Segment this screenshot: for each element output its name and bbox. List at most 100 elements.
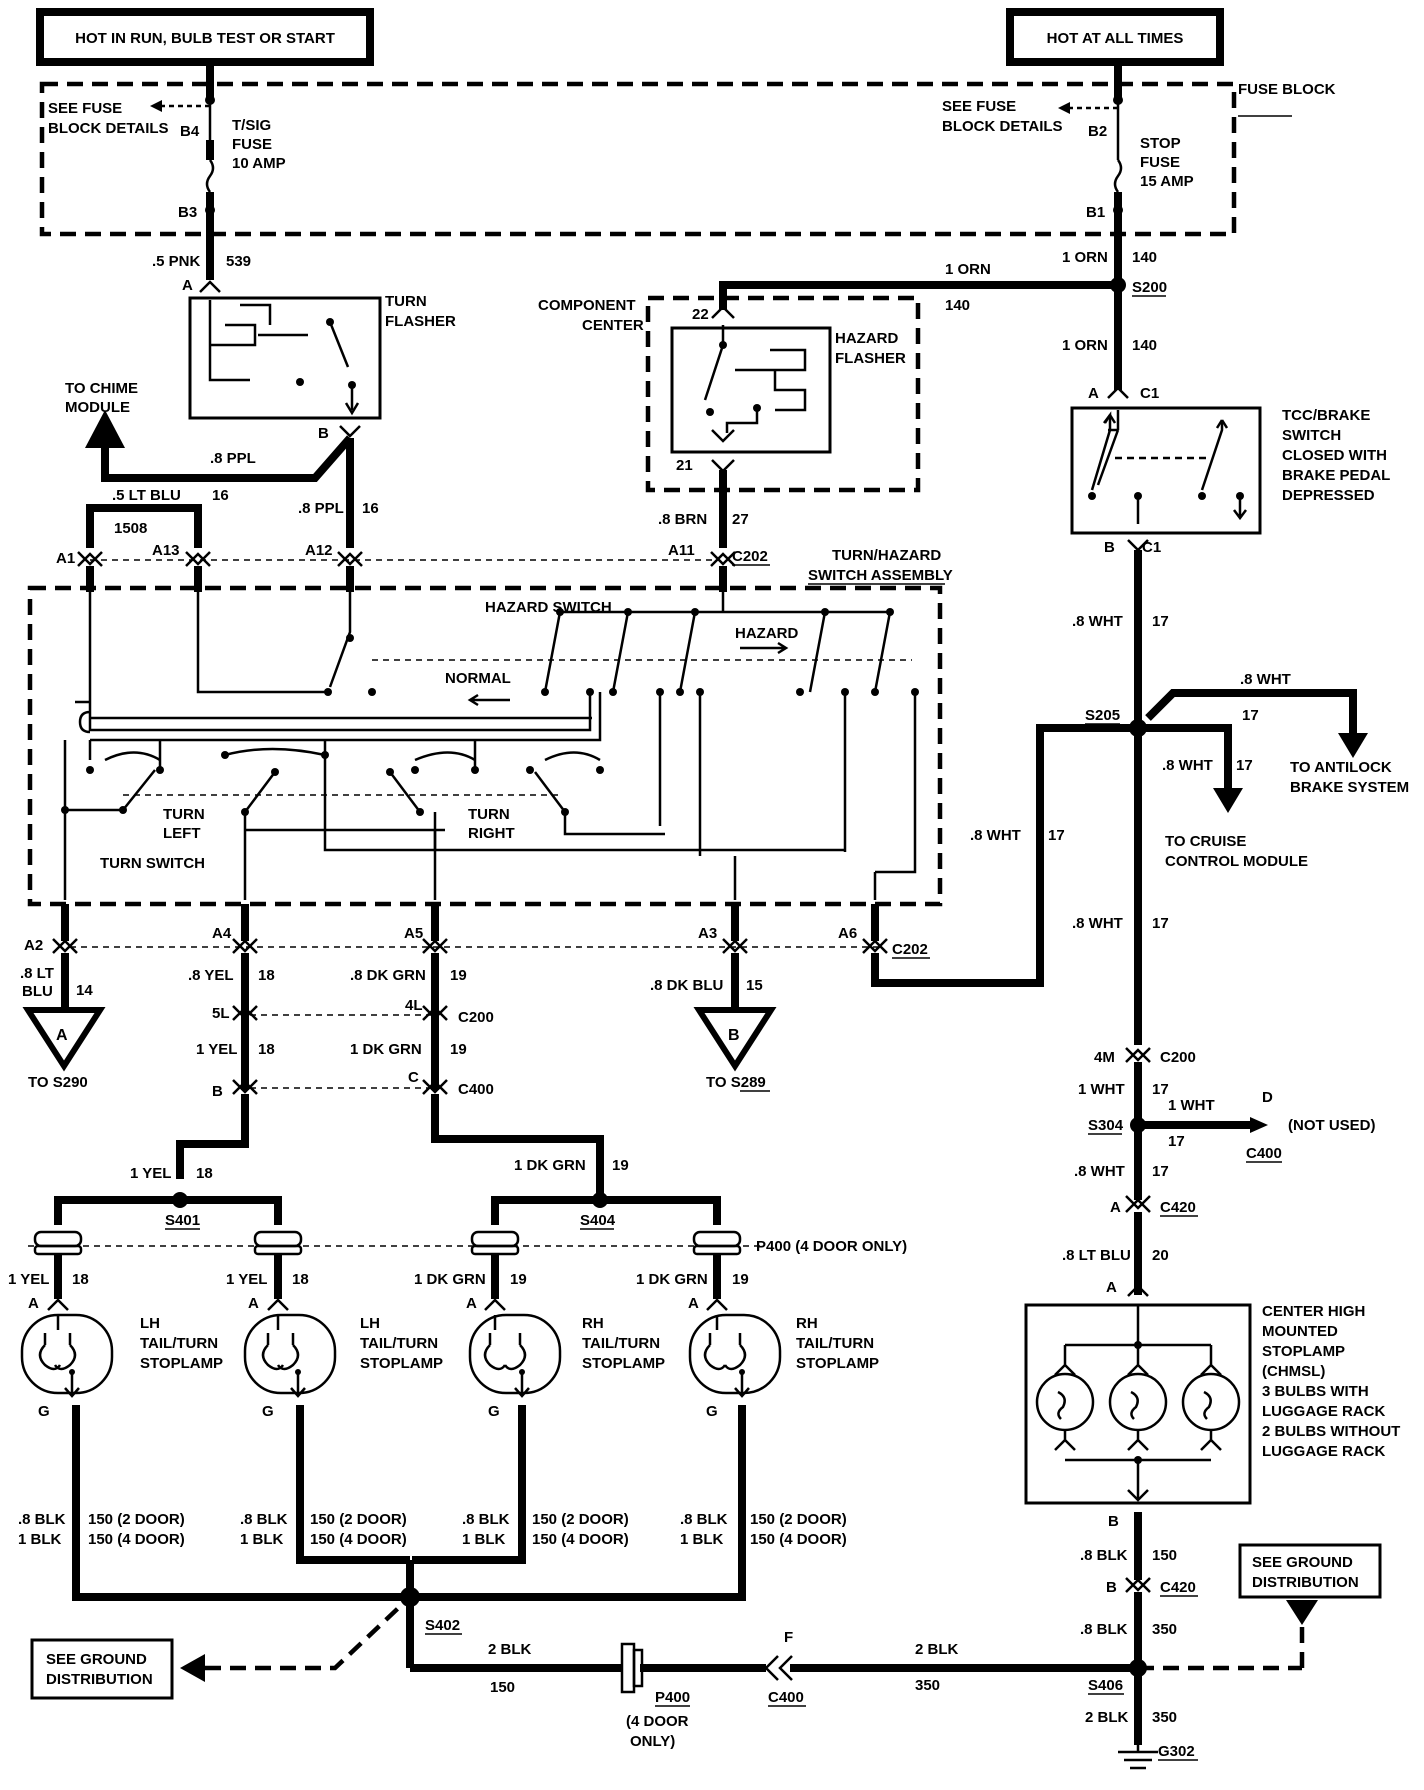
assembly-name-1: TURN/HAZARD [832,547,941,564]
rh-tail-turn-stoplamp-inner: A G [466,1295,562,1420]
see-fuse-left-1: SEE FUSE [48,100,122,117]
tcc-name-5: DEPRESSED [1282,487,1375,504]
lamp1-name-1: TAIL/TURN [140,1335,218,1352]
rh-tail-turn-stoplamp-outer: A G [688,1295,782,1420]
power-run-label: HOT IN RUN, BULB TEST OR START [75,30,335,47]
chmsl-conn-b: B [1108,1513,1119,1530]
wire-350c-gauge: 2 BLK [1085,1709,1129,1726]
wire-140b-gauge: 1 ORN [1062,249,1108,266]
turn-flasher-conn-b: B [318,425,329,442]
hazard-flasher-name-1: HAZARD [835,330,898,347]
lamp2-wire-circuit: 18 [292,1271,309,1288]
turn-right-2: RIGHT [468,825,515,842]
lamp1-wire-circuit: 18 [72,1271,89,1288]
splice-s205: S205 [1085,707,1120,724]
power-box-always: HOT AT ALL TIMES [1006,8,1224,66]
power-box-run: HOT IN RUN, BULB TEST OR START [36,8,374,66]
lamp1-name-2: STOPLAMP [140,1355,223,1372]
wire-grn3-circuit: 19 [612,1157,629,1174]
splice-s401: S401 [165,1212,200,1229]
turn-switch-label: TURN SWITCH [100,855,205,872]
see-fuse-right-2: BLOCK DETAILS [942,118,1063,135]
tcc-name-4: BRAKE PEDAL [1282,467,1390,484]
wire-14-circuit: 14 [76,982,93,999]
chmsl-lamp [1024,1303,1252,1505]
turn-flasher-name-1: TURN [385,293,427,310]
lamp4-wire-gauge: 1 DK GRN [636,1271,708,1288]
wire-wht3-circuit: 17 [1236,757,1253,774]
lamp2-gnd-circuit-a: 150 (2 DOOR) [310,1511,407,1528]
conn-b-c420: B [1106,1579,1117,1596]
wire-ppl2-gauge: .8 PPL [298,500,344,517]
lamp4-gnd-circuit-b: 150 (4 DOOR) [750,1531,847,1548]
wire-ltblu20-circuit: 20 [1152,1247,1169,1264]
conn-a11: A11 [668,542,695,559]
lamp4-side: RH [796,1315,818,1332]
hazard-switch-label: HAZARD SWITCH [485,599,612,616]
wire-ppl2-circuit: 16 [362,500,379,517]
wire-350c-circuit: 350 [1152,1709,1177,1726]
lamp2-conn-g: G [262,1403,274,1420]
conn-c200: C200 [458,1009,494,1026]
power-always-label: HOT AT ALL TIMES [1047,30,1184,47]
wire-blk150-circuit: 150 [490,1679,515,1696]
fuse-tsig-name: T/SIG [232,117,271,134]
wire-grn1-gauge: .8 DK GRN [350,967,426,984]
fuse-stop-type: FUSE [1140,154,1180,171]
conn-c420: C420 [1160,1199,1196,1216]
conn-d: D [1262,1089,1273,1106]
conn-a3: A3 [698,925,717,942]
chmsl-gnd-circuit: 150 [1152,1547,1177,1564]
wire-brn-gauge: .8 BRN [658,511,707,528]
turn-flasher-name-2: FLASHER [385,313,456,330]
wire-14-gauge-2: BLU [22,983,53,1000]
lamp4-gnd-circuit-a: 150 (2 DOOR) [750,1511,847,1528]
lamp2-gnd-gauge-a: .8 BLK [240,1511,288,1528]
wire-dkblu-circuit: 15 [746,977,763,994]
wire-539-gauge: .5 PNK [152,253,201,270]
tcc-conn-a: A [1088,385,1099,402]
wire-grn3-gauge: 1 DK GRN [514,1157,586,1174]
lamp3-gnd-circuit-b: 150 (4 DOOR) [532,1531,629,1548]
lamp4-wire-circuit: 19 [732,1271,749,1288]
lamp2-conn-a: A [248,1295,259,1312]
p400-note-1: (4 DOOR [626,1713,689,1730]
conn-a5: A5 [404,925,423,942]
conn-c400: C400 [458,1081,494,1098]
lh-tail-turn-stoplamp-outer: A G [20,1295,114,1420]
p400-connector-4 [692,1230,742,1256]
ground-dist-right-2: DISTRIBUTION [1252,1574,1359,1591]
fuse-stop-rating: 15 AMP [1140,173,1194,190]
chime-dest-2: MODULE [65,399,130,416]
p400-note-2: ONLY) [630,1733,675,1750]
lamp3-name-1: TAIL/TURN [582,1335,660,1352]
chmsl-name-1: CENTER HIGH [1262,1303,1365,1320]
chmsl-name-2: MOUNTED [1262,1323,1338,1340]
chime-dest-1: TO CHIME [65,380,138,397]
wire-ltblu-circuit2: 1508 [114,520,147,537]
conn-c202-top: C202 [732,548,768,565]
lamp3-name-2: STOPLAMP [582,1355,665,1372]
wire-140a-circuit: 140 [945,297,970,314]
lamp4-name-2: STOPLAMP [796,1355,879,1372]
chmsl-name-4: (CHMSL) [1262,1363,1325,1380]
wire-wht6-gauge: 1 WHT [1078,1081,1125,1098]
wire-wht4-gauge: .8 WHT [970,827,1021,844]
splice-s406: S406 [1088,1677,1123,1694]
ground-dist-left-2: DISTRIBUTION [46,1671,153,1688]
chmsl-name-6: LUGGAGE RACK [1262,1403,1386,1420]
ground-dist-left-1: SEE GROUND [46,1651,147,1668]
lamp3-gnd-circuit-a: 150 (2 DOOR) [532,1511,629,1528]
flag-a: A [56,1027,68,1044]
conn-a13: A13 [152,542,180,559]
flag-b: B [728,1027,740,1044]
turn-hazard-switch-assembly [27,585,943,907]
conn-4m: 4M [1094,1049,1115,1066]
wire-yel2-circuit: 18 [258,1041,275,1058]
lamp1-side: LH [140,1315,160,1332]
lamp4-conn-a: A [688,1295,699,1312]
cruise-dest-2: CONTROL MODULE [1165,853,1308,870]
wire-wht5-gauge: .8 WHT [1072,915,1123,932]
tcc-brake-switch [1070,406,1262,535]
wire-yel2-gauge: 1 YEL [196,1041,237,1058]
